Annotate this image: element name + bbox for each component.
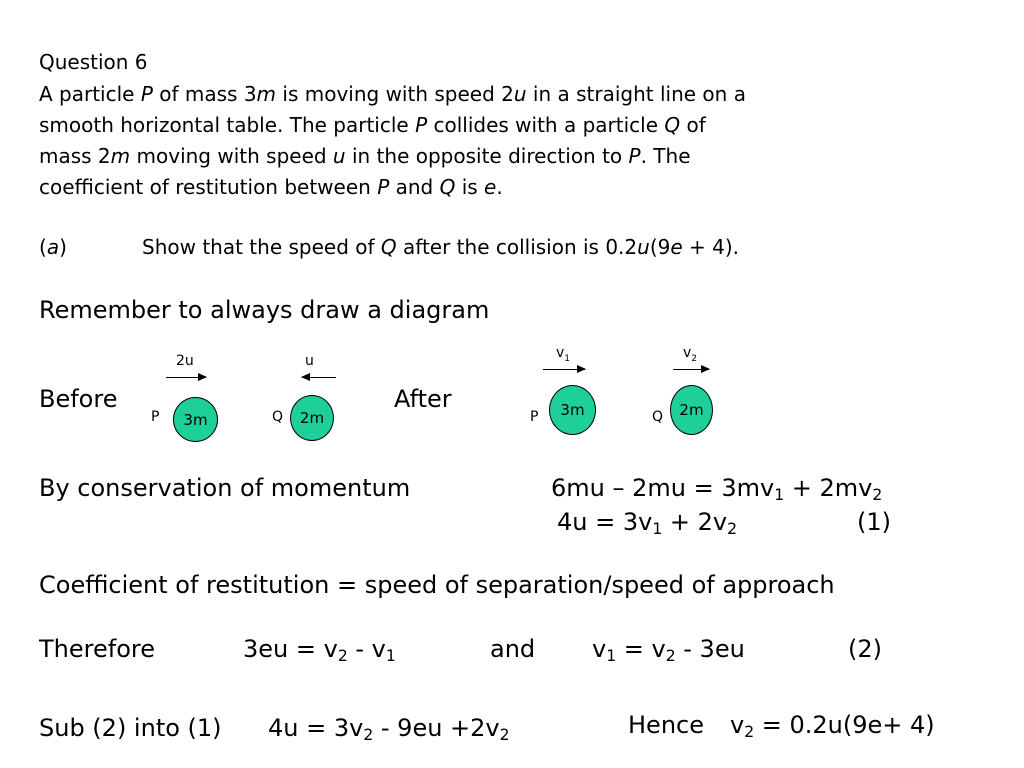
substitution-label: Sub (2) into (1) [39,714,222,742]
after-p-arrow [543,365,586,373]
question-line-3: mass 2m moving with speed u in the oppos… [39,144,691,168]
and-word: and [490,635,536,663]
before-q-arrow [301,373,336,381]
part-a-text: Show that the speed of Q after the colli… [142,235,740,259]
before-p-label: P [151,409,160,425]
question-line-4: coefficient of restitution between P and… [39,175,503,199]
diagram-reminder: Remember to always draw a diagram [39,296,490,324]
before-label: Before [39,385,118,413]
before-q-ball: 2m [290,395,334,441]
question-line-2: smooth horizontal table. The particle P … [39,113,706,137]
momentum-equation: 6mu – 2mu = 3mv1 + 2mv2 [551,474,883,504]
after-p-mass: 3m [560,401,585,419]
momentum-simplified-equation: 4u = 3v1 + 2v2 [557,508,738,538]
equation-ref-2: (2) [848,635,882,663]
question-line-1: A particle P of mass 3m is moving with s… [39,82,746,106]
restitution-equation: 3eu = v2 - v1 [243,635,396,665]
after-p-ball: 3m [549,385,596,435]
final-answer-equation: v2 = 0.2u(9e+ 4) [730,711,935,741]
before-p-ball: 3m [173,397,218,442]
after-q-speed-label: v2 [683,345,698,364]
before-p-mass: 3m [183,410,208,429]
part-a-label: (a) [39,235,67,259]
before-q-mass: 2m [299,409,325,427]
after-q-mass: 2m [679,401,704,419]
hence-label: Hence [628,711,704,739]
before-p-speed-label: 2u [176,353,194,369]
equation-ref-1: (1) [857,508,891,536]
after-p-label: P [530,409,539,425]
before-q-label: Q [272,409,284,425]
before-p-arrow [166,373,207,381]
question-title: Question 6 [39,50,148,74]
therefore-label: Therefore [39,635,155,663]
after-q-arrow [673,365,710,373]
restitution-definition: Coefficient of restitution = speed of se… [39,571,835,599]
before-q-speed-label: u [305,353,314,369]
after-q-label: Q [652,409,664,425]
rearranged-equation: v1 = v2 - 3eu [592,635,745,665]
after-p-speed-label: v1 [556,345,571,364]
substitution-equation: 4u = 3v2 - 9eu +2v2 [268,714,510,744]
momentum-label: By conservation of momentum [39,474,411,502]
after-q-ball: 2m [670,385,713,435]
after-label: After [394,385,452,413]
